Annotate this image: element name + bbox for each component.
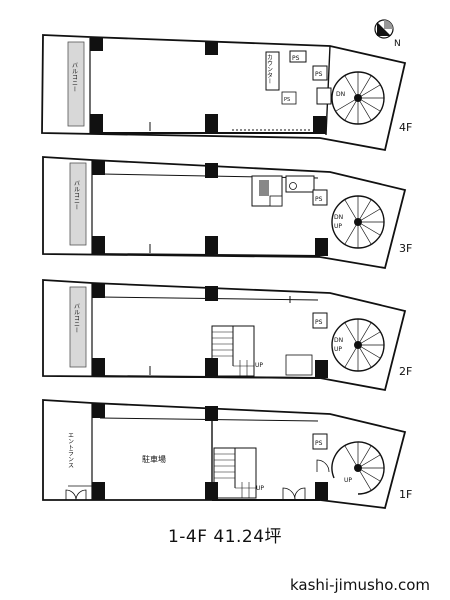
svg-text:UP: UP bbox=[344, 477, 352, 484]
floor-plan-3f: バルコニー PS DN UP 3F bbox=[42, 156, 412, 270]
floor-area-caption: 1-4F 41.24坪 bbox=[167, 527, 283, 547]
balcony-label: バルコニー bbox=[71, 62, 78, 92]
floor-label-1f: 1F bbox=[399, 488, 412, 501]
balcony-strip bbox=[69, 162, 87, 246]
ps-shaft bbox=[312, 65, 328, 81]
ps-shaft bbox=[312, 312, 328, 329]
compass: N bbox=[374, 19, 401, 49]
spiral-staircase: UP bbox=[331, 441, 385, 495]
floor-plan-4f: バルコニー カウンター PS PS PS DN 4F bbox=[41, 34, 412, 152]
svg-text:PS: PS bbox=[315, 196, 323, 203]
entry-door bbox=[65, 489, 87, 501]
svg-text:UP: UP bbox=[256, 485, 264, 492]
ps-shaft bbox=[281, 91, 297, 105]
ps-shaft bbox=[289, 50, 307, 63]
floor-label-4f: 4F bbox=[399, 121, 412, 134]
svg-text:UP: UP bbox=[255, 362, 263, 369]
floor-plan-2f: バルコニー UP PS bbox=[42, 279, 412, 392]
svg-text:PS: PS bbox=[315, 440, 323, 447]
balcony-label: バルコニー bbox=[73, 303, 80, 333]
site-url: kashi-jimusho.com bbox=[289, 576, 430, 594]
floor-label-3f: 3F bbox=[399, 242, 412, 255]
svg-text:DN: DN bbox=[334, 214, 343, 221]
interior-staircase: UP bbox=[211, 325, 263, 377]
floor-label-2f: 2F bbox=[399, 365, 412, 378]
interior-staircase: UP bbox=[213, 447, 264, 499]
north-label: N bbox=[394, 39, 401, 49]
ps-shaft bbox=[312, 433, 328, 450]
svg-text:PS: PS bbox=[315, 319, 323, 326]
spiral-staircase: DN bbox=[331, 71, 385, 125]
balcony-label: バルコニー bbox=[73, 180, 80, 210]
floor-plan-1f: エントランス 駐車場 UP PS bbox=[42, 399, 412, 509]
parking-label: 駐車場 bbox=[142, 454, 166, 464]
counter bbox=[265, 51, 280, 91]
svg-text:PS: PS bbox=[315, 71, 323, 78]
balcony-strip bbox=[69, 286, 87, 368]
svg-text:DN: DN bbox=[336, 91, 345, 98]
ps-shaft bbox=[312, 189, 328, 206]
entrance-label: エントランス bbox=[67, 432, 74, 468]
svg-text:UP: UP bbox=[334, 346, 342, 353]
spiral-staircase: DN UP bbox=[331, 318, 385, 372]
svg-text:PS: PS bbox=[292, 55, 300, 62]
balcony-strip bbox=[67, 41, 85, 127]
spiral-staircase: DN UP bbox=[331, 195, 385, 249]
svg-text:UP: UP bbox=[334, 223, 342, 230]
svg-text:PS: PS bbox=[284, 97, 290, 103]
counter-label: カウンター bbox=[266, 54, 273, 84]
svg-text:DN: DN bbox=[334, 337, 343, 344]
